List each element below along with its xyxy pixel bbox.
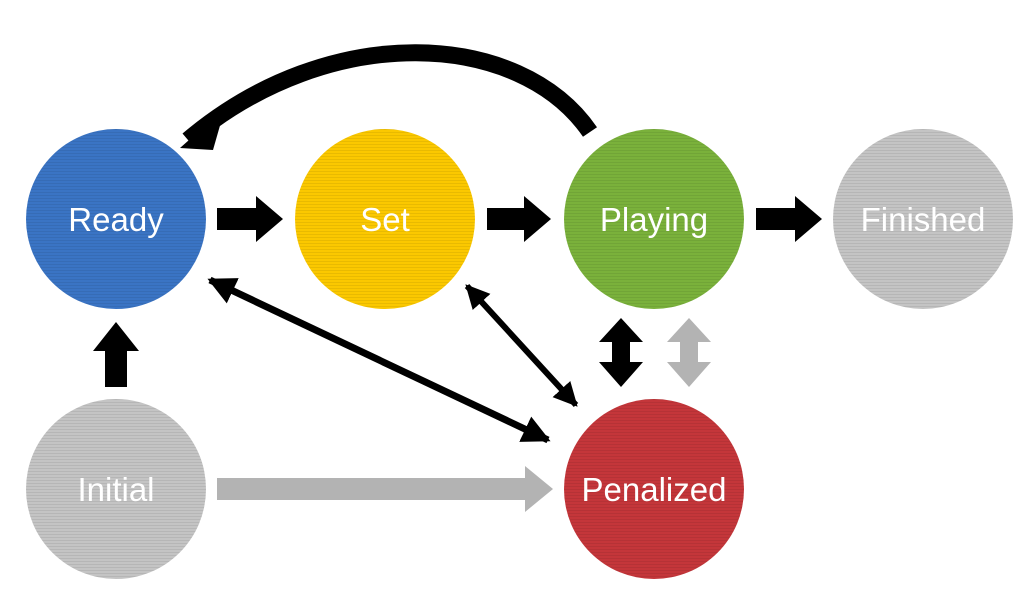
arrow-playing-to-ready xyxy=(182,44,598,147)
arrow-playing-penalized xyxy=(599,318,643,387)
arrow-playing-to-finished xyxy=(756,196,822,242)
state-set: Set xyxy=(295,129,475,309)
state-finished-label: Finished xyxy=(861,201,986,238)
state-finished: Finished xyxy=(833,129,1013,309)
state-ready-label: Ready xyxy=(68,201,164,238)
state-set-label: Set xyxy=(360,201,410,238)
state-penalized: Penalized xyxy=(564,399,744,579)
state-ready: Ready xyxy=(26,129,206,309)
arrow-initial-to-penalized xyxy=(217,466,553,512)
state-initial: Initial xyxy=(26,399,206,579)
arrow-ready-to-set xyxy=(217,196,283,242)
state-playing: Playing xyxy=(564,129,744,309)
state-playing-label: Playing xyxy=(600,201,708,238)
arrow-playing-to-ready-head xyxy=(180,108,225,150)
arrow-initial-to-ready xyxy=(93,322,139,387)
arrow-set-penalized xyxy=(464,283,579,408)
arrow-set-to-playing xyxy=(487,196,551,242)
arrow-playing-penalized-secondary xyxy=(667,318,711,387)
arrow-ready-penalized xyxy=(207,276,551,444)
state-initial-label: Initial xyxy=(77,471,154,508)
state-penalized-label: Penalized xyxy=(582,471,727,508)
